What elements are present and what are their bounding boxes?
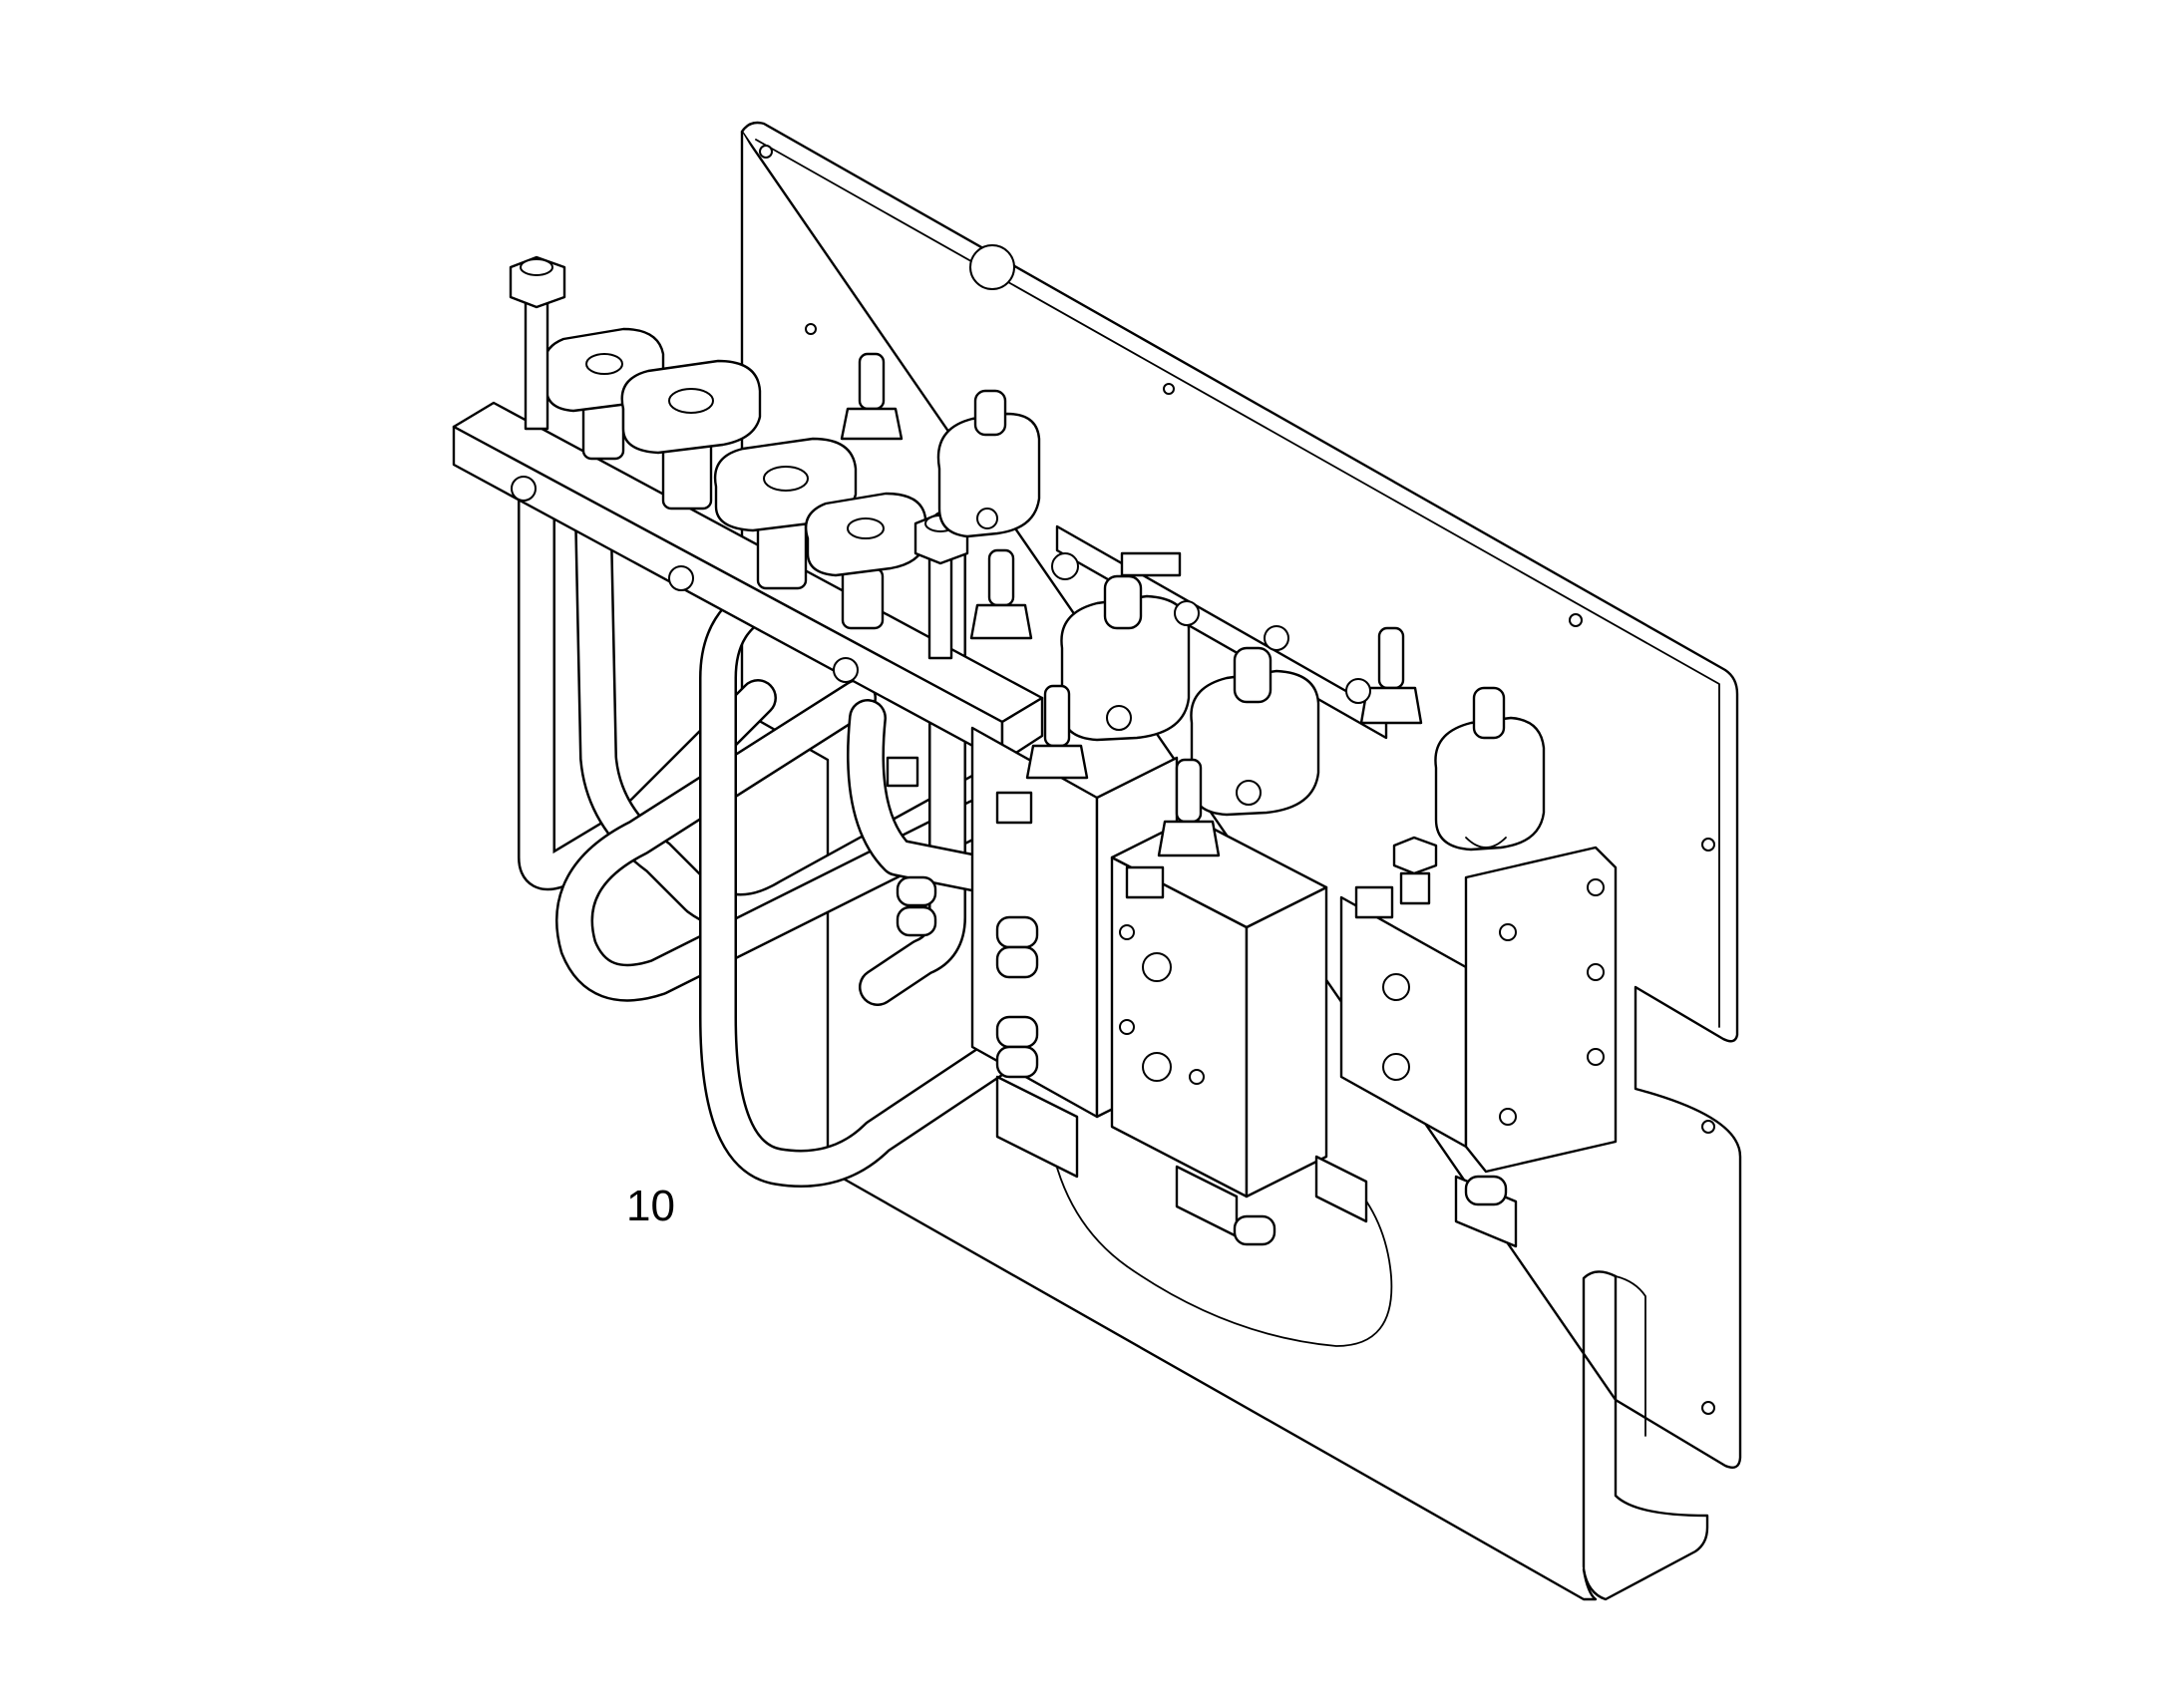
port xyxy=(1119,1019,1135,1035)
valve-cap xyxy=(1434,686,1546,852)
flange-fitting xyxy=(804,492,927,630)
mount-hole xyxy=(759,145,773,159)
plug xyxy=(1264,625,1289,651)
plug xyxy=(1051,552,1079,580)
mount-hole xyxy=(1701,1401,1715,1415)
pressure-sensor xyxy=(1157,758,1221,857)
flange-fitting xyxy=(620,359,762,511)
bolt-head xyxy=(1587,1048,1605,1066)
bar-bolt xyxy=(833,657,859,683)
bolt-head xyxy=(1587,963,1605,981)
callout-label-10: 10 xyxy=(626,1182,675,1230)
port xyxy=(1189,1069,1205,1085)
tube-nut-fitting xyxy=(509,255,566,431)
plate-cutout xyxy=(969,244,1015,290)
bar-bolt xyxy=(668,565,694,591)
port xyxy=(1142,952,1172,982)
valve-cap xyxy=(1060,574,1191,742)
bar-bolt xyxy=(511,476,537,502)
pressure-sensor xyxy=(1359,626,1423,725)
bolt-head xyxy=(1499,1108,1517,1126)
pipe-end-fittings xyxy=(896,875,1508,1246)
valve-cap xyxy=(1190,646,1320,817)
cap-port xyxy=(1106,705,1132,731)
pressure-sensor xyxy=(840,352,904,441)
bolt-head xyxy=(1587,878,1605,896)
port xyxy=(1382,1053,1410,1081)
plug xyxy=(1345,678,1371,704)
flange-bore xyxy=(668,388,714,414)
hex-plug xyxy=(1392,836,1438,905)
valve-caps xyxy=(840,244,1546,919)
pressure-sensor xyxy=(1025,684,1089,780)
mount-hole xyxy=(805,323,817,335)
mount-hole xyxy=(1701,1120,1715,1134)
pipe-manifold-bar xyxy=(452,401,1044,764)
identification-plate xyxy=(1120,551,1182,577)
valve-label xyxy=(1354,885,1394,919)
cap-port xyxy=(976,508,998,529)
bolt-head xyxy=(1499,923,1517,941)
flange-bore xyxy=(585,353,623,375)
valve-cap xyxy=(936,389,1041,538)
port xyxy=(1119,924,1135,940)
valve-label xyxy=(886,756,919,788)
flange-bore xyxy=(763,466,809,492)
mount-hole xyxy=(1701,838,1715,852)
flange-fittings xyxy=(509,255,969,660)
cap-port xyxy=(1236,780,1262,806)
mount-hole xyxy=(1163,383,1175,395)
mount-hole xyxy=(1569,613,1583,627)
flange-bore xyxy=(847,517,885,539)
hydraulic-pipes xyxy=(518,480,1393,1347)
plug xyxy=(1174,600,1200,626)
valve-label xyxy=(995,791,1033,825)
port xyxy=(1382,973,1410,1001)
port xyxy=(1142,1052,1172,1082)
valve-label xyxy=(1125,865,1165,899)
pressure-sensor xyxy=(969,548,1033,640)
